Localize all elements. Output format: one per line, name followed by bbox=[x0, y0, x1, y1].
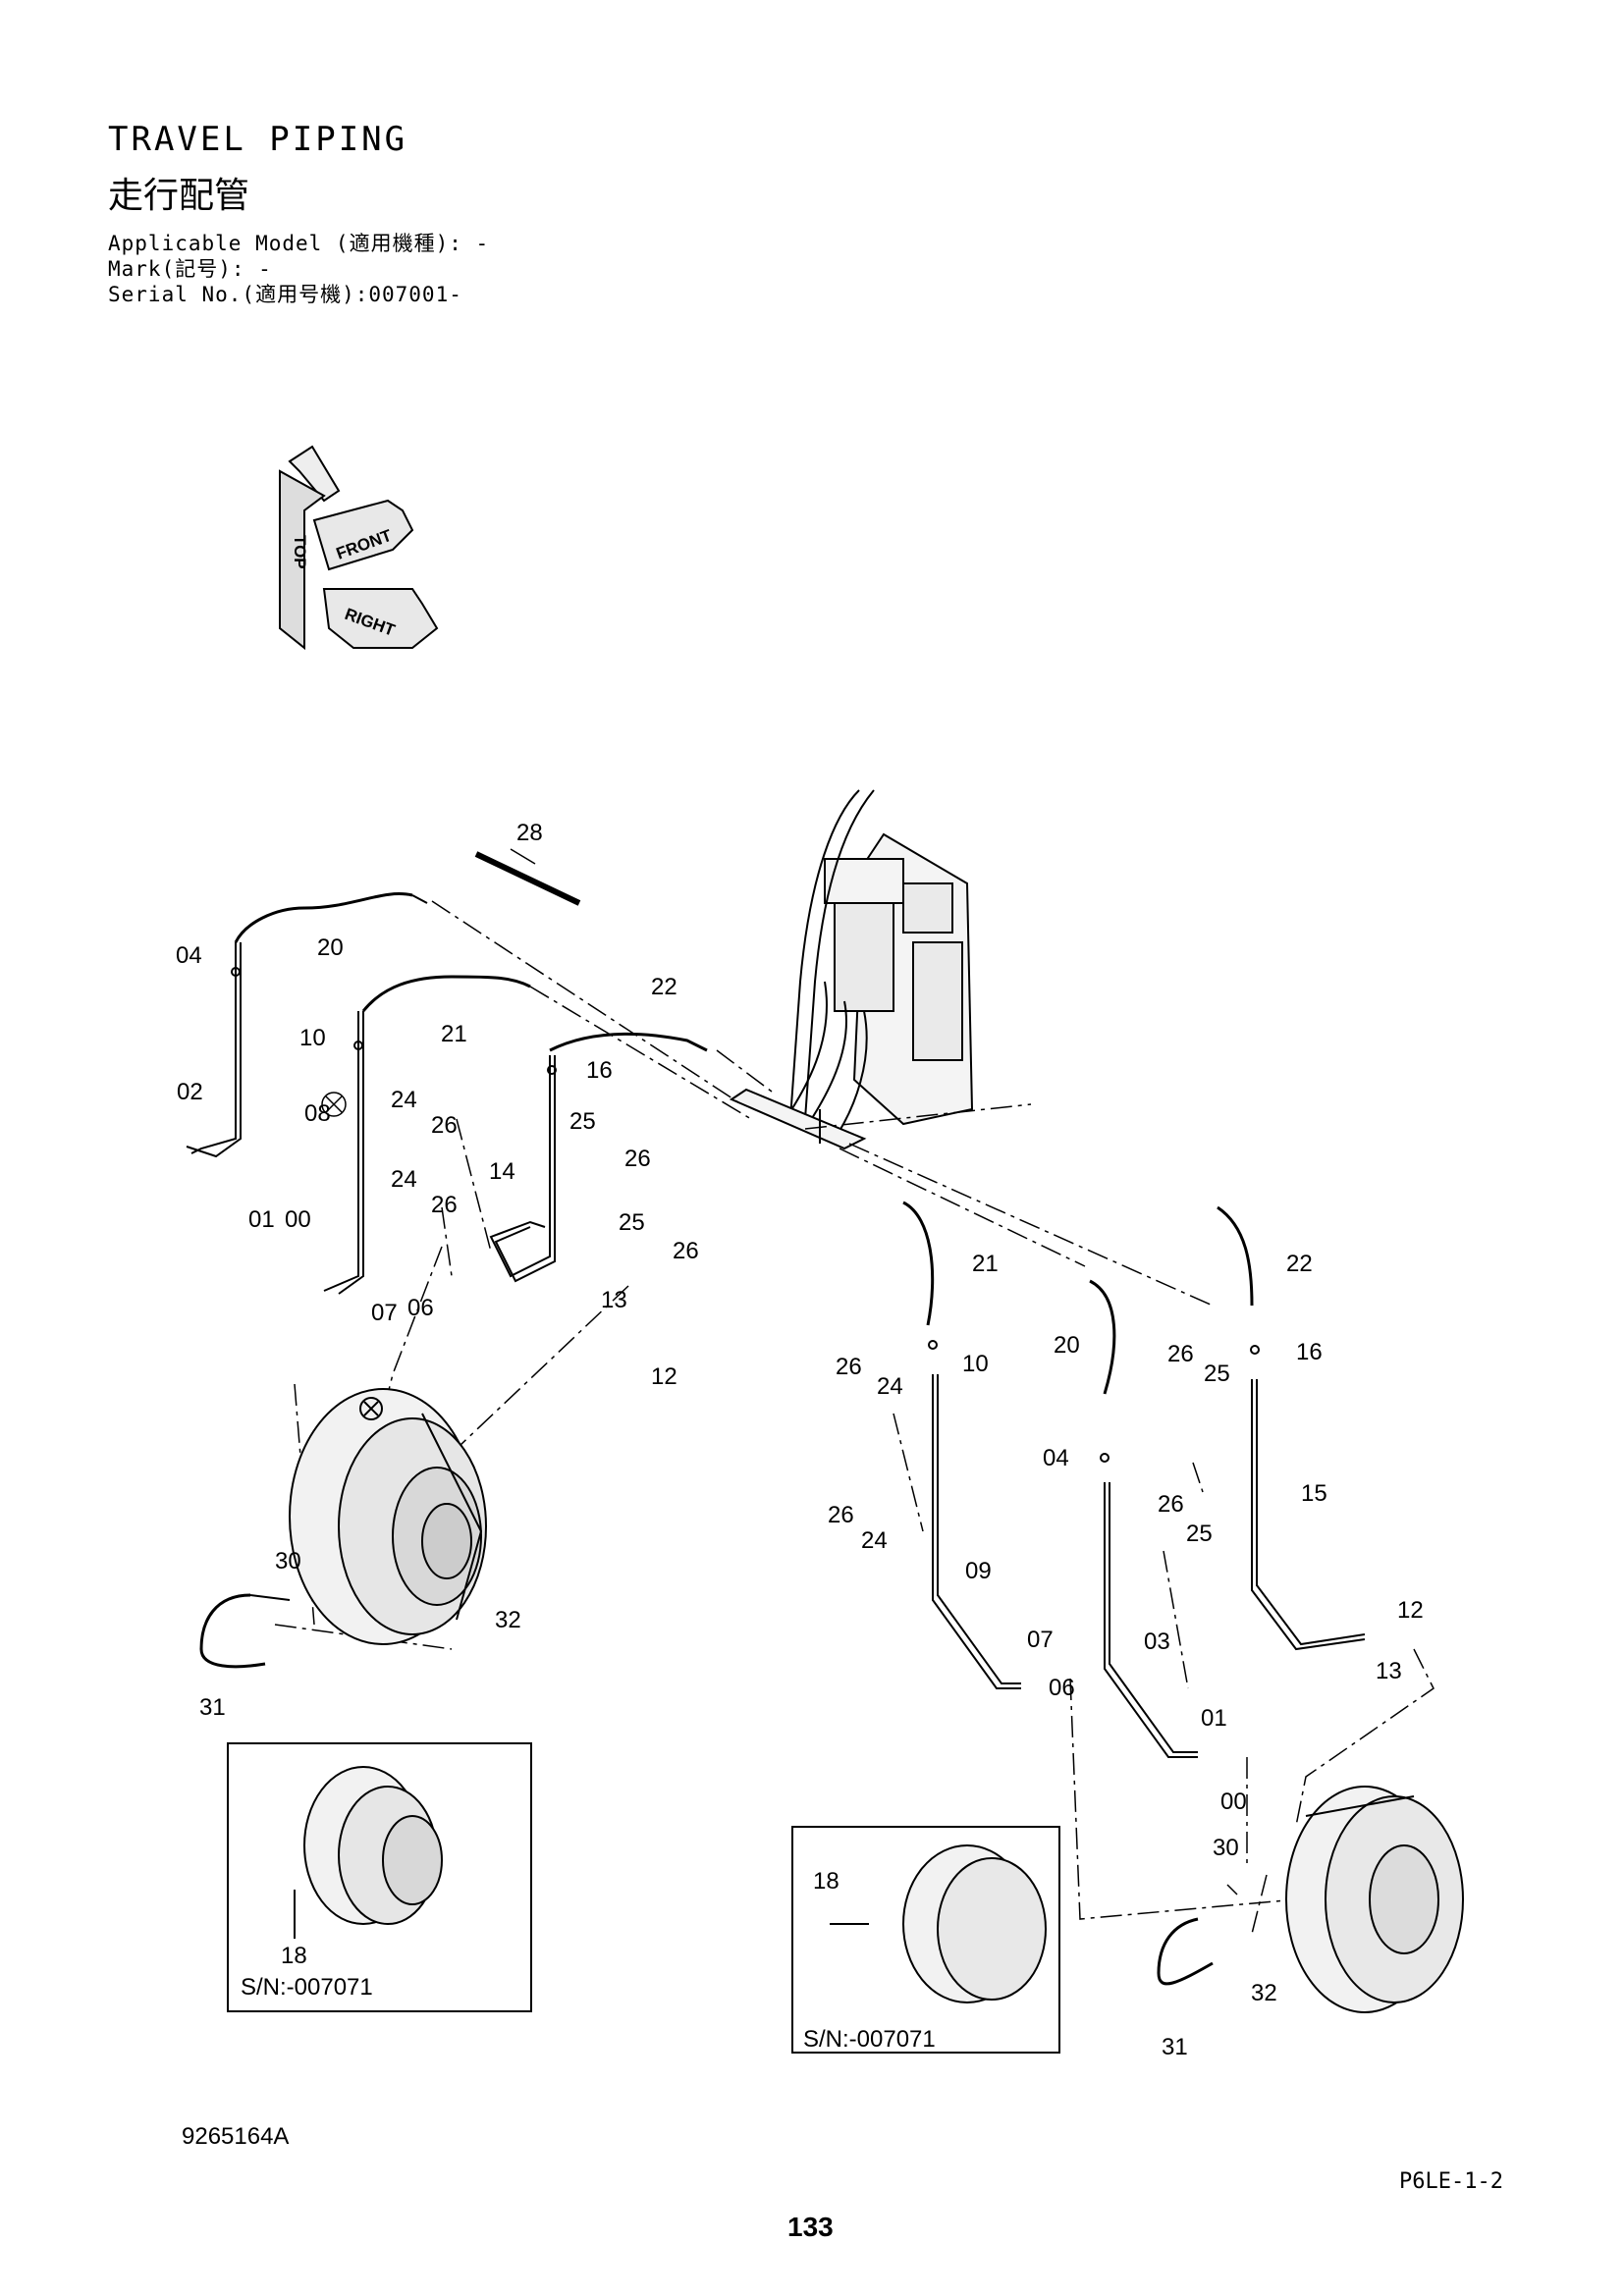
mark: Mark(記号): - bbox=[108, 257, 272, 281]
callout-00: 00 bbox=[285, 1206, 311, 1233]
callout-03: 03 bbox=[1144, 1629, 1170, 1655]
callout-13: 13 bbox=[601, 1287, 627, 1313]
callout-12: 12 bbox=[1397, 1597, 1424, 1624]
callout-18: 18 bbox=[281, 1943, 307, 1969]
callout-32: 32 bbox=[495, 1607, 521, 1633]
callout-25: 25 bbox=[569, 1108, 596, 1135]
page-title-japanese: 走行配管 bbox=[108, 176, 250, 216]
callout-10: 10 bbox=[299, 1025, 326, 1051]
callout-24: 24 bbox=[877, 1373, 903, 1400]
left-hose-31 bbox=[199, 1593, 266, 1669]
callout-28: 28 bbox=[516, 820, 543, 846]
callout-30: 30 bbox=[1213, 1835, 1239, 1861]
callout-20: 20 bbox=[317, 934, 344, 961]
callout-07: 07 bbox=[371, 1300, 398, 1326]
left-inset-frame bbox=[227, 1742, 532, 2012]
callout-22: 22 bbox=[1286, 1251, 1313, 1277]
x-marker-top bbox=[321, 1092, 347, 1117]
right-inset-frame bbox=[791, 1826, 1060, 2054]
drawing-number: 9265164A bbox=[182, 2123, 290, 2150]
callout-16: 16 bbox=[1296, 1339, 1323, 1365]
callout-31: 31 bbox=[1162, 2034, 1188, 2060]
callout-07: 07 bbox=[1027, 1627, 1054, 1653]
callout-26: 26 bbox=[673, 1238, 699, 1264]
callout-26: 26 bbox=[431, 1112, 458, 1139]
page-number: 133 bbox=[787, 2212, 834, 2242]
callout-25: 25 bbox=[1186, 1521, 1213, 1547]
callout-26: 26 bbox=[1158, 1491, 1184, 1518]
callout-26: 26 bbox=[836, 1354, 862, 1380]
left-inset-serial-label: S/N:-007071 bbox=[241, 1974, 373, 2001]
callout-15: 15 bbox=[1301, 1480, 1327, 1507]
callout-06: 06 bbox=[407, 1295, 434, 1321]
callout-16: 16 bbox=[586, 1057, 613, 1084]
callout-25: 25 bbox=[619, 1209, 645, 1236]
orientation-indicator: TOP FRONT RIGHT bbox=[279, 445, 439, 651]
callout-13: 13 bbox=[1376, 1658, 1402, 1684]
right-travel-motor bbox=[1285, 1786, 1464, 2013]
callout-06: 06 bbox=[1049, 1675, 1075, 1701]
callout-12: 12 bbox=[651, 1363, 677, 1390]
callout-24: 24 bbox=[391, 1087, 417, 1113]
upper-left-piping bbox=[186, 892, 708, 1295]
callout-24: 24 bbox=[391, 1166, 417, 1193]
connection-lines bbox=[274, 900, 1435, 1935]
control-valve-assembly bbox=[729, 789, 974, 1150]
applicable-model: Applicable Model (適用機種): - bbox=[108, 232, 490, 255]
callout-04: 04 bbox=[176, 942, 202, 969]
callout-04: 04 bbox=[1043, 1445, 1069, 1471]
serial-number: Serial No.(適用号機):007001- bbox=[108, 283, 462, 306]
callout-21: 21 bbox=[972, 1251, 999, 1277]
page-code: P6LE-1-2 bbox=[1399, 2169, 1503, 2194]
callout-18: 18 bbox=[813, 1868, 839, 1895]
callout-02: 02 bbox=[177, 1079, 203, 1105]
callout-25: 25 bbox=[1204, 1361, 1230, 1387]
callout-14: 14 bbox=[489, 1158, 515, 1185]
page-title: TRAVEL PIPING bbox=[108, 120, 408, 159]
callout-09: 09 bbox=[965, 1558, 992, 1584]
part-28-rod bbox=[474, 851, 581, 906]
callout-21: 21 bbox=[441, 1021, 467, 1047]
callout-26: 26 bbox=[624, 1146, 651, 1172]
callout-00: 00 bbox=[1220, 1789, 1247, 1815]
callout-01: 01 bbox=[1201, 1705, 1227, 1732]
callout-24: 24 bbox=[861, 1527, 888, 1554]
callout-labels: 28 04 20 10 21 22 16 02 08 24 26 25 26 1… bbox=[176, 820, 1424, 2060]
callout-22: 22 bbox=[651, 974, 677, 1000]
callout-32: 32 bbox=[1251, 1980, 1277, 2006]
right-hose-31 bbox=[1157, 1917, 1214, 1986]
right-side-piping bbox=[902, 1201, 1366, 1758]
callout-20: 20 bbox=[1054, 1332, 1080, 1359]
orientation-top-label: TOP bbox=[291, 535, 309, 569]
callout-08: 08 bbox=[304, 1100, 331, 1127]
callout-31: 31 bbox=[199, 1694, 226, 1721]
callout-26: 26 bbox=[1167, 1341, 1194, 1367]
callout-01: 01 bbox=[248, 1206, 275, 1233]
callout-30: 30 bbox=[275, 1548, 301, 1575]
callout-26: 26 bbox=[828, 1502, 854, 1528]
right-inset-serial-label: S/N:-007071 bbox=[803, 2026, 936, 2053]
right-inset-motor bbox=[830, 1844, 1047, 2003]
left-travel-motor bbox=[289, 1388, 487, 1645]
callout-26: 26 bbox=[431, 1192, 458, 1218]
callout-10: 10 bbox=[962, 1351, 989, 1377]
left-inset-motor bbox=[294, 1766, 443, 1939]
